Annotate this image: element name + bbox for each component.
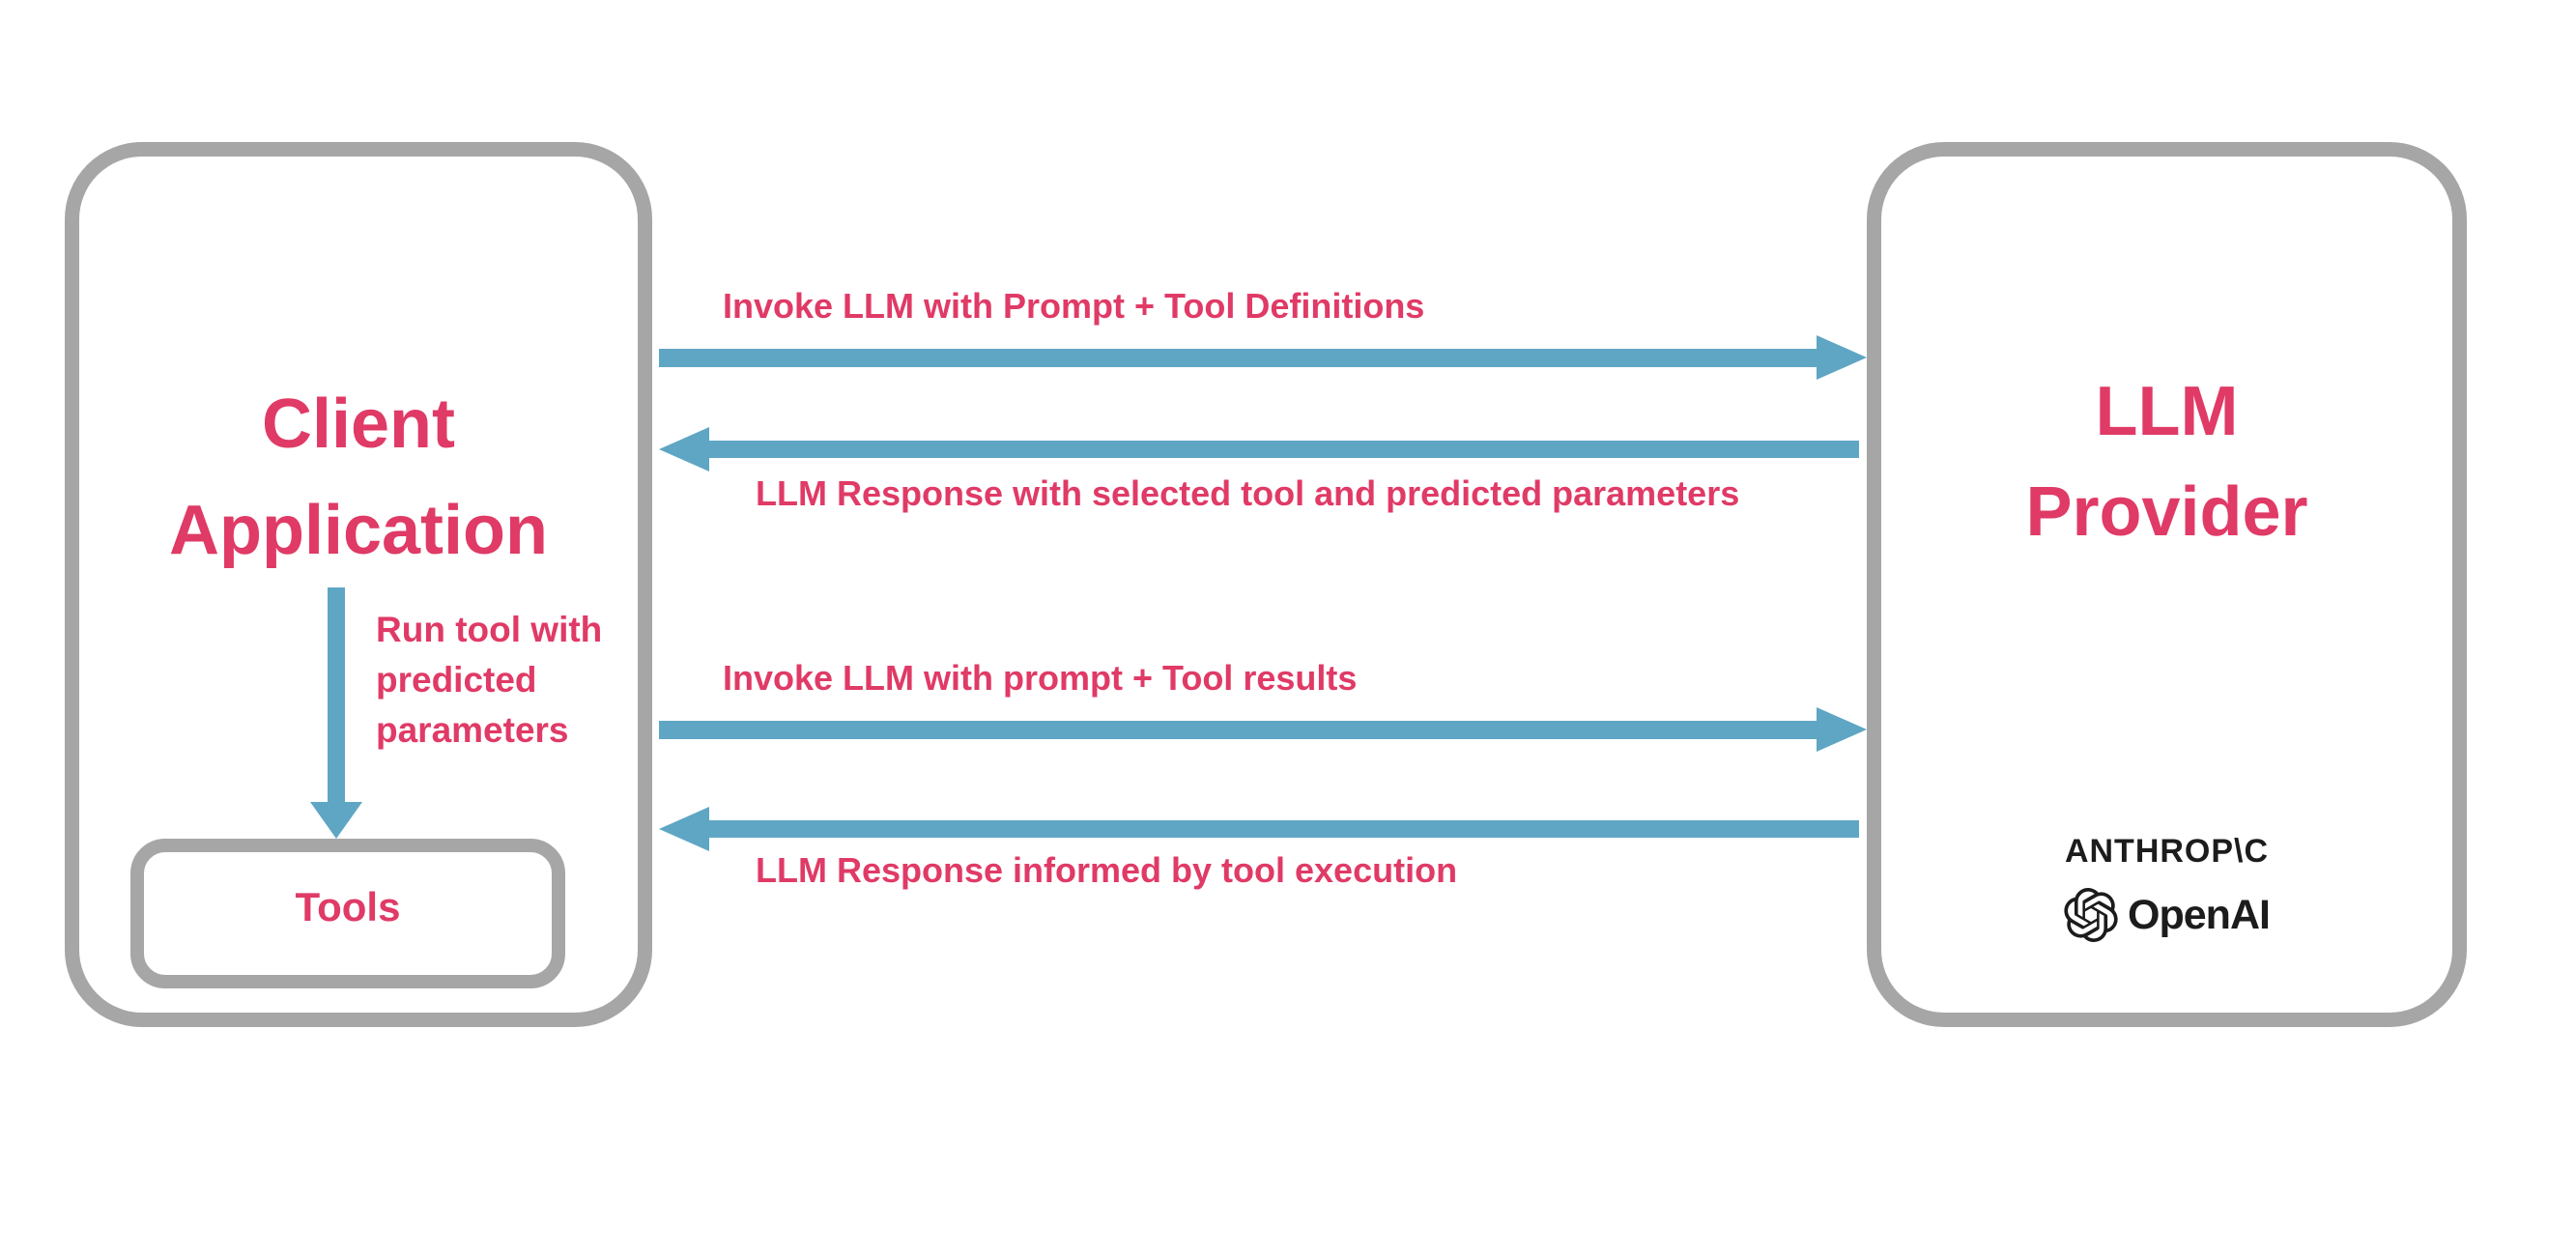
arrow-response-2-label: LLM Response informed by tool execution (756, 850, 1458, 890)
tools-box: Tools (130, 839, 565, 988)
tools-label: Tools (295, 883, 401, 929)
arrow-invoke-2-label: Invoke LLM with prompt + Tool results (723, 658, 1358, 698)
arrow-response-2-head (659, 807, 709, 851)
client-application-title: Client Application (79, 371, 638, 584)
arrow-invoke-1-label: Invoke LLM with Prompt + Tool Definition… (723, 286, 1425, 326)
arrow-response-1-label: LLM Response with selected tool and pred… (756, 473, 1740, 513)
llm-provider-box: LLM Provider ANTHROP\C OpenAI (1867, 142, 2467, 1027)
run-tool-arrow-head (310, 802, 362, 839)
arrow-response-2-shaft (709, 820, 1859, 838)
arrow-invoke-1-head (1817, 335, 1867, 380)
openai-logo: OpenAI (2064, 888, 2271, 942)
openai-icon (2064, 888, 2118, 942)
arrow-invoke-1-shaft (659, 349, 1817, 367)
client-application-box: Client Application Tools (65, 142, 652, 1027)
client-title-line1: Client (261, 386, 455, 463)
arrow-invoke-2-shaft (659, 721, 1817, 739)
openai-wordmark: OpenAI (2128, 891, 2271, 938)
arrow-response-1-shaft (709, 441, 1859, 458)
arrow-response-1-head (659, 427, 709, 472)
provider-logos: ANTHROP\C OpenAI (1881, 833, 2452, 942)
run-tool-arrow-label: Run tool with predicted parameters (376, 610, 603, 750)
client-title-line2: Application (169, 492, 548, 569)
anthropic-wordmark: ANTHROP\C (2064, 833, 2270, 870)
run-tool-arrow-shaft (328, 587, 345, 802)
llm-title-line2: Provider (2025, 473, 2308, 551)
arrow-invoke-2-head (1817, 707, 1867, 752)
llm-provider-title: LLM Provider (1881, 361, 2452, 562)
llm-title-line1: LLM (2095, 373, 2239, 450)
